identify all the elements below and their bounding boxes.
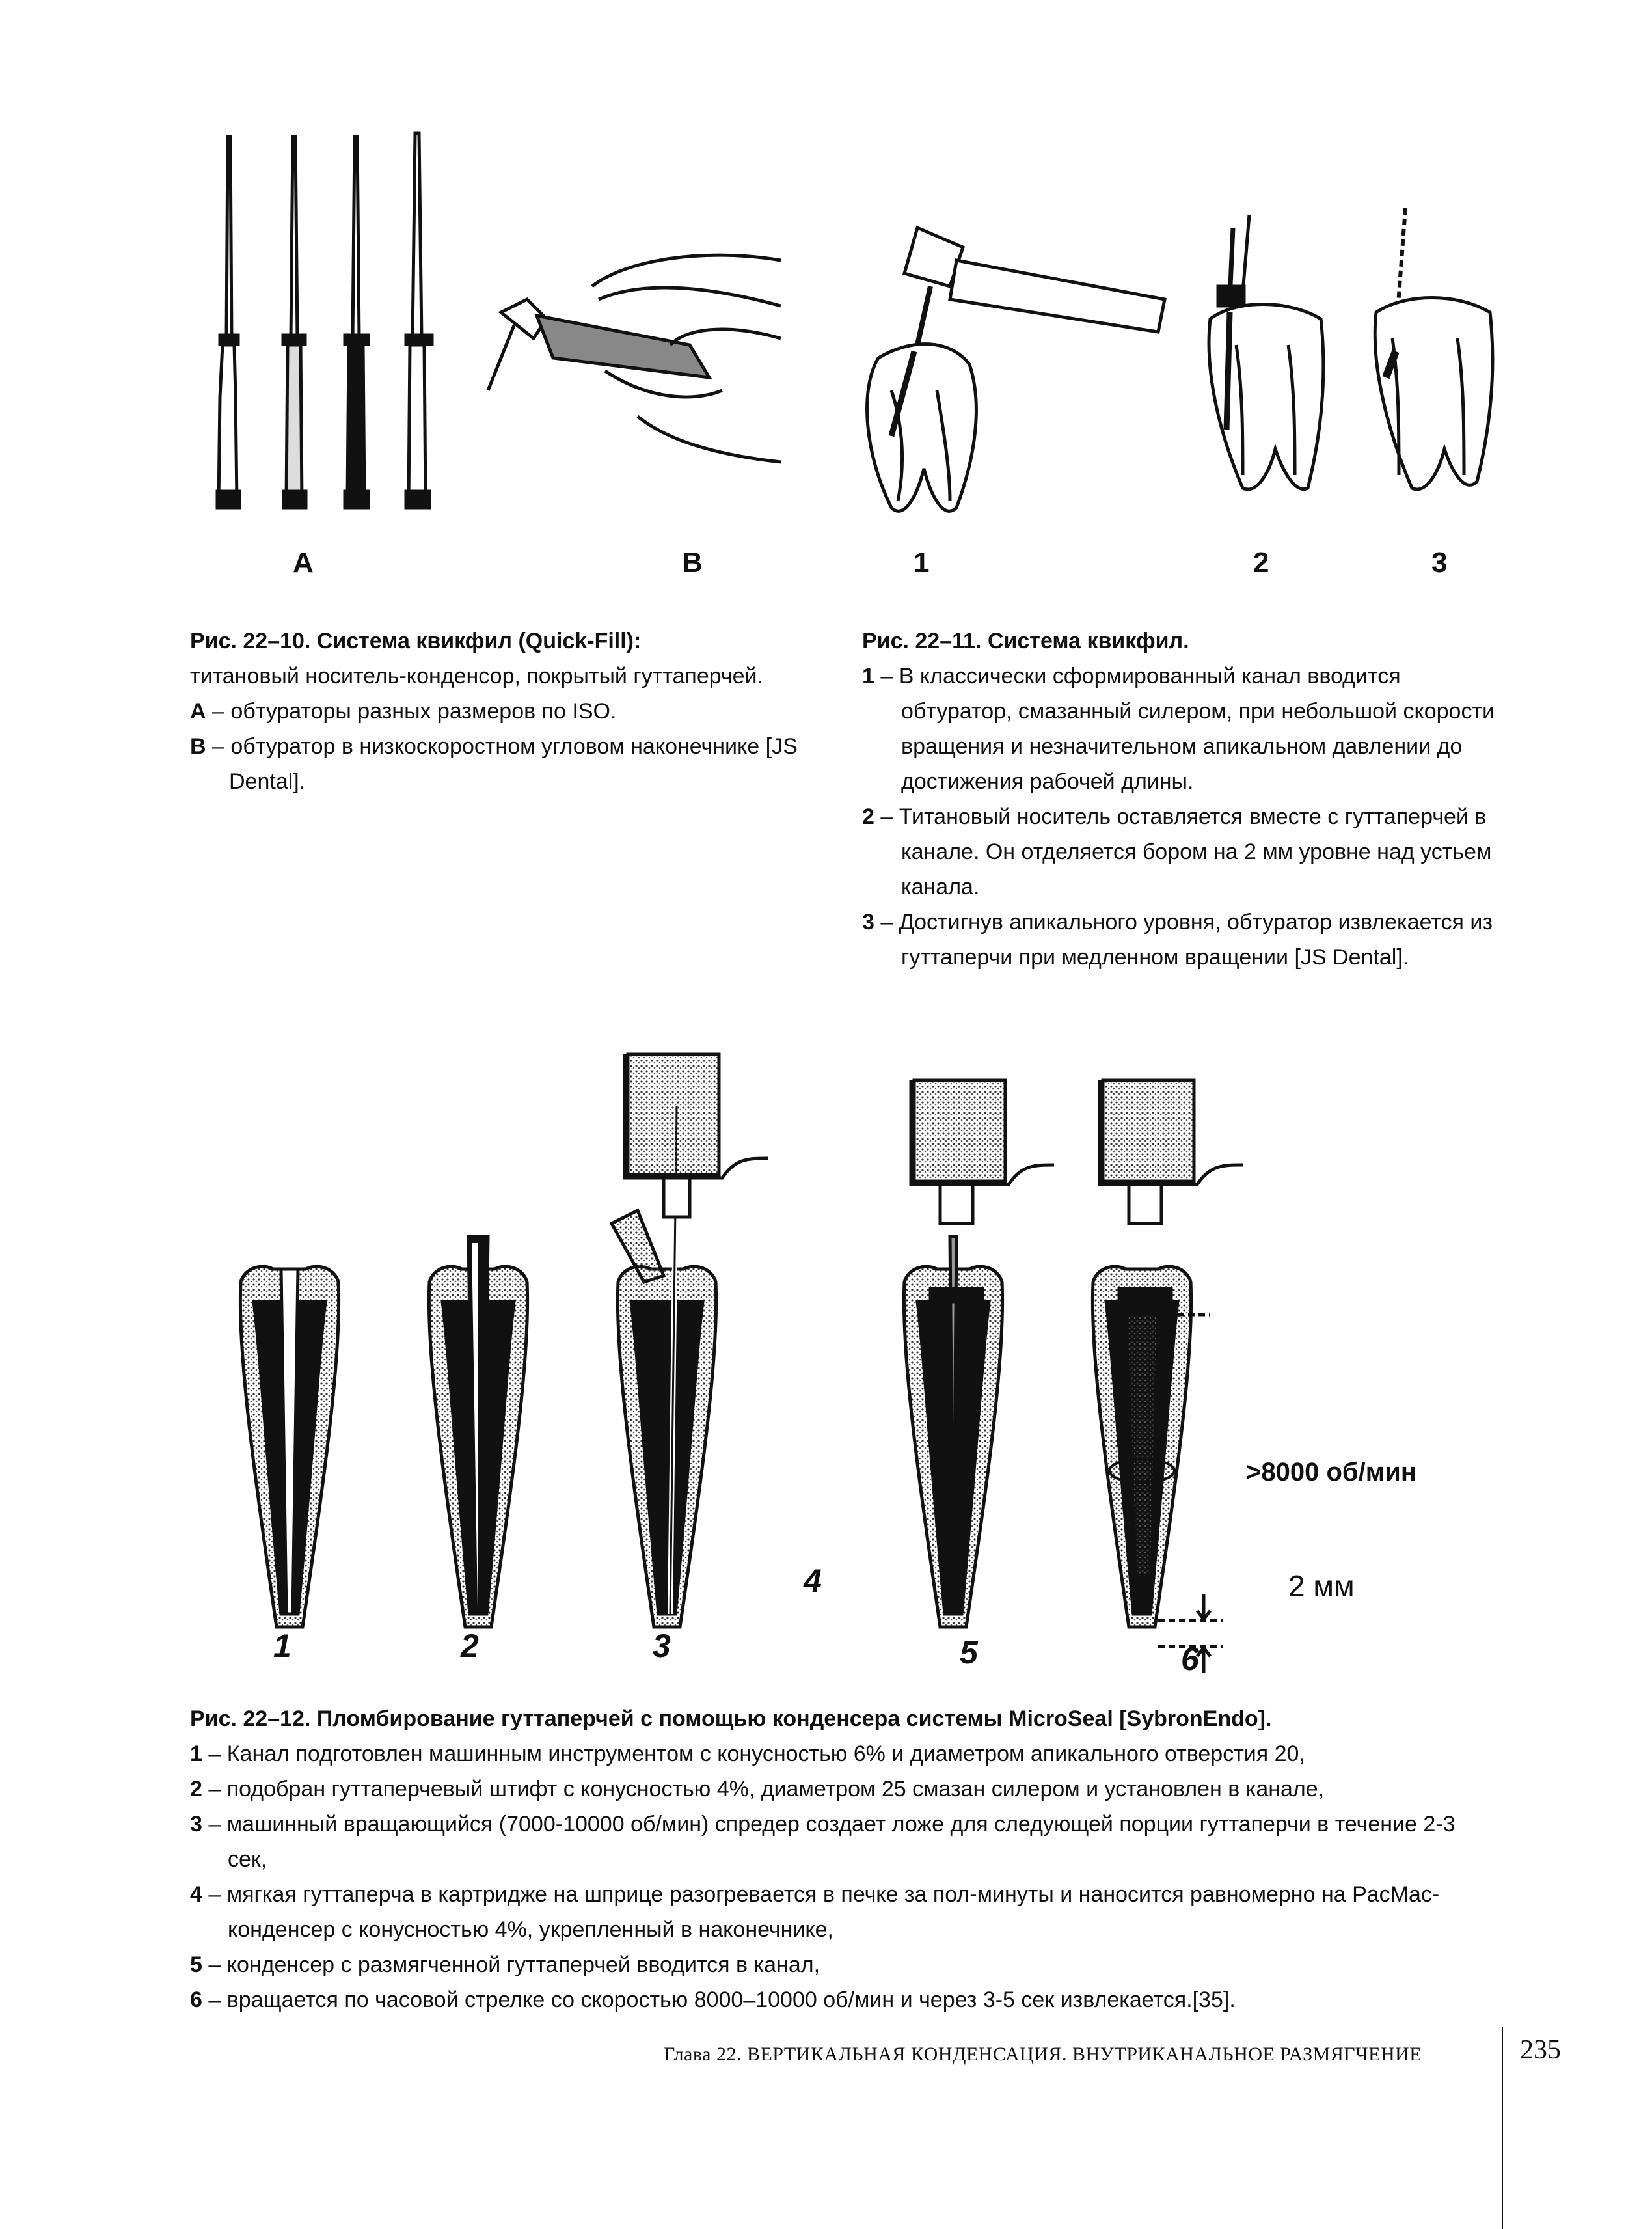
figure-quickfill-step-2 — [1207, 214, 1325, 491]
figure-label-4: 4 — [804, 1563, 822, 1599]
caption-fig-22-12: Рис. 22–12. Пломбирование гуттаперчей с … — [190, 1701, 1465, 2017]
figure-label-a: A — [293, 547, 314, 579]
figure-quickfill-step-1 — [865, 225, 1167, 513]
caption-title: Рис. 22–11. Система квикфил. — [862, 629, 1189, 653]
figure-label-b: B — [682, 547, 703, 579]
caption-item: 2 – подобран гуттаперчевый штифт с конус… — [190, 1777, 1325, 1801]
caption-item: A – обтураторы разных размеров по ISO. — [190, 699, 617, 724]
annotation-distance: 2 мм — [1288, 1569, 1355, 1603]
figure-label-5: 5 — [960, 1634, 978, 1671]
caption-item: B – обтуратор в низкоскоростном угловом … — [190, 734, 798, 794]
caption-item: 4 – мягкая гуттаперча в картридже на шпр… — [190, 1882, 1440, 1942]
caption-item: 6 – вращается по часовой стрелке со скор… — [190, 1988, 1236, 2012]
caption-title: Рис. 22–10. Система квикфил (Quick-Fill)… — [190, 629, 642, 653]
caption-item: 3 – Достигнув апикального уровня, обтура… — [862, 910, 1493, 970]
figure-label-6: 6 — [1181, 1641, 1199, 1677]
caption-item: 1 – В классически сформированный канал в… — [862, 664, 1495, 794]
caption-item: 2 – Титановый носитель оставляется вмест… — [862, 804, 1492, 899]
figure-obturators-a — [215, 131, 434, 510]
figure-label-1: 1 — [273, 1628, 291, 1664]
caption-fig-22-10: Рис. 22–10. Система квикфил (Quick-Fill)… — [190, 623, 808, 799]
caption-item: 5 – конденсер с размягченной гуттаперчей… — [190, 1952, 820, 1977]
figure-quickfill-step-3 — [1373, 208, 1495, 491]
caption-fig-22-11: Рис. 22–11. Система квикфил. 1 – В класс… — [862, 623, 1506, 975]
caption-line: титановый носитель-конденсор, покрытый г… — [190, 664, 763, 689]
caption-title: Рис. 22–12. Пломбирование гуттаперчей с … — [190, 1706, 1272, 1731]
figure-label-2: 2 — [1253, 547, 1269, 579]
figure-microseal-steps — [238, 1052, 1243, 1673]
figure-label-2: 2 — [461, 1628, 479, 1664]
page-number: 235 — [1520, 2035, 1561, 2065]
annotation-speed: >8000 об/мин — [1246, 1458, 1417, 1486]
figure-label-3: 3 — [1431, 547, 1448, 579]
figure-label-1: 1 — [914, 547, 930, 579]
figure-handpiece-b — [486, 253, 781, 464]
caption-item: 3 – машинный вращающийся (7000-10000 об/… — [190, 1812, 1456, 1872]
caption-item: 1 – Канал подготовлен машинным инструмен… — [190, 1742, 1305, 1766]
running-head: Глава 22. ВЕРТИКАЛЬНАЯ КОНДЕНСАЦИЯ. ВНУТ… — [664, 2044, 1422, 2065]
figure-label-3: 3 — [653, 1628, 671, 1664]
footer-divider — [1502, 2027, 1503, 2229]
